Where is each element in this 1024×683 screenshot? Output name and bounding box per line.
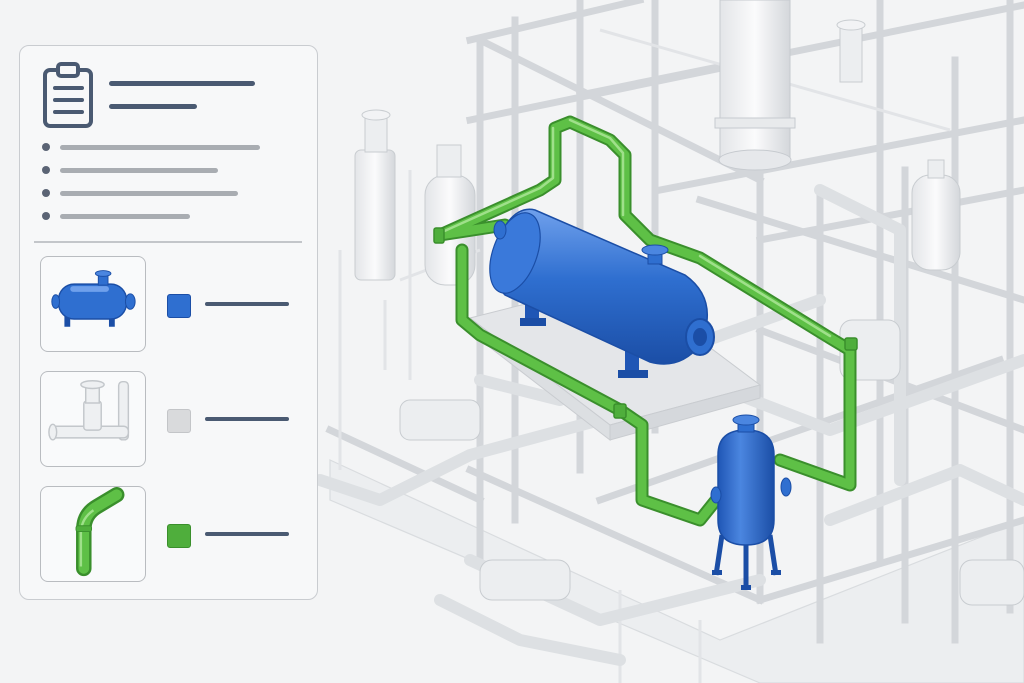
bullet-icon [42, 166, 50, 174]
bullet-icon [42, 143, 50, 151]
pipe-elbow-icon [75, 487, 125, 577]
clipboard-icon [43, 62, 93, 128]
list-item [42, 143, 282, 153]
list-item [42, 212, 282, 222]
header-title-line [109, 81, 255, 86]
swatch-equipment [167, 294, 191, 318]
legend-thumbnail [40, 256, 146, 352]
distillation-column [714, 0, 796, 171]
bullet-icon [42, 189, 50, 197]
list-item-line [60, 168, 218, 173]
divider [34, 241, 302, 243]
valve-icon [48, 379, 130, 441]
legend-thumbnail [40, 486, 146, 582]
legend-label-line [205, 302, 289, 306]
list-item [42, 189, 282, 199]
legend-item-piping[interactable] [40, 486, 302, 584]
vessel-icon [51, 270, 136, 327]
legend-thumbnail [40, 371, 146, 467]
bullet-icon [42, 212, 50, 220]
vertical-separator[interactable] [710, 414, 792, 590]
header-subtitle-line [109, 104, 197, 109]
highlighted-piping[interactable] [433, 115, 858, 527]
legend-label-line [205, 417, 289, 421]
legend-item-context[interactable] [40, 371, 302, 469]
list-item-line [60, 191, 238, 196]
legend-item-equipment[interactable] [40, 256, 302, 354]
swatch-context [167, 409, 191, 433]
legend-panel [19, 45, 318, 600]
horizontal-vessel[interactable] [480, 206, 715, 378]
swatch-piping [167, 524, 191, 548]
list-item [42, 166, 282, 176]
ground-plane [329, 459, 1024, 683]
list-item-line [60, 145, 260, 150]
list-item-line [60, 214, 190, 219]
legend-label-line [205, 532, 289, 536]
